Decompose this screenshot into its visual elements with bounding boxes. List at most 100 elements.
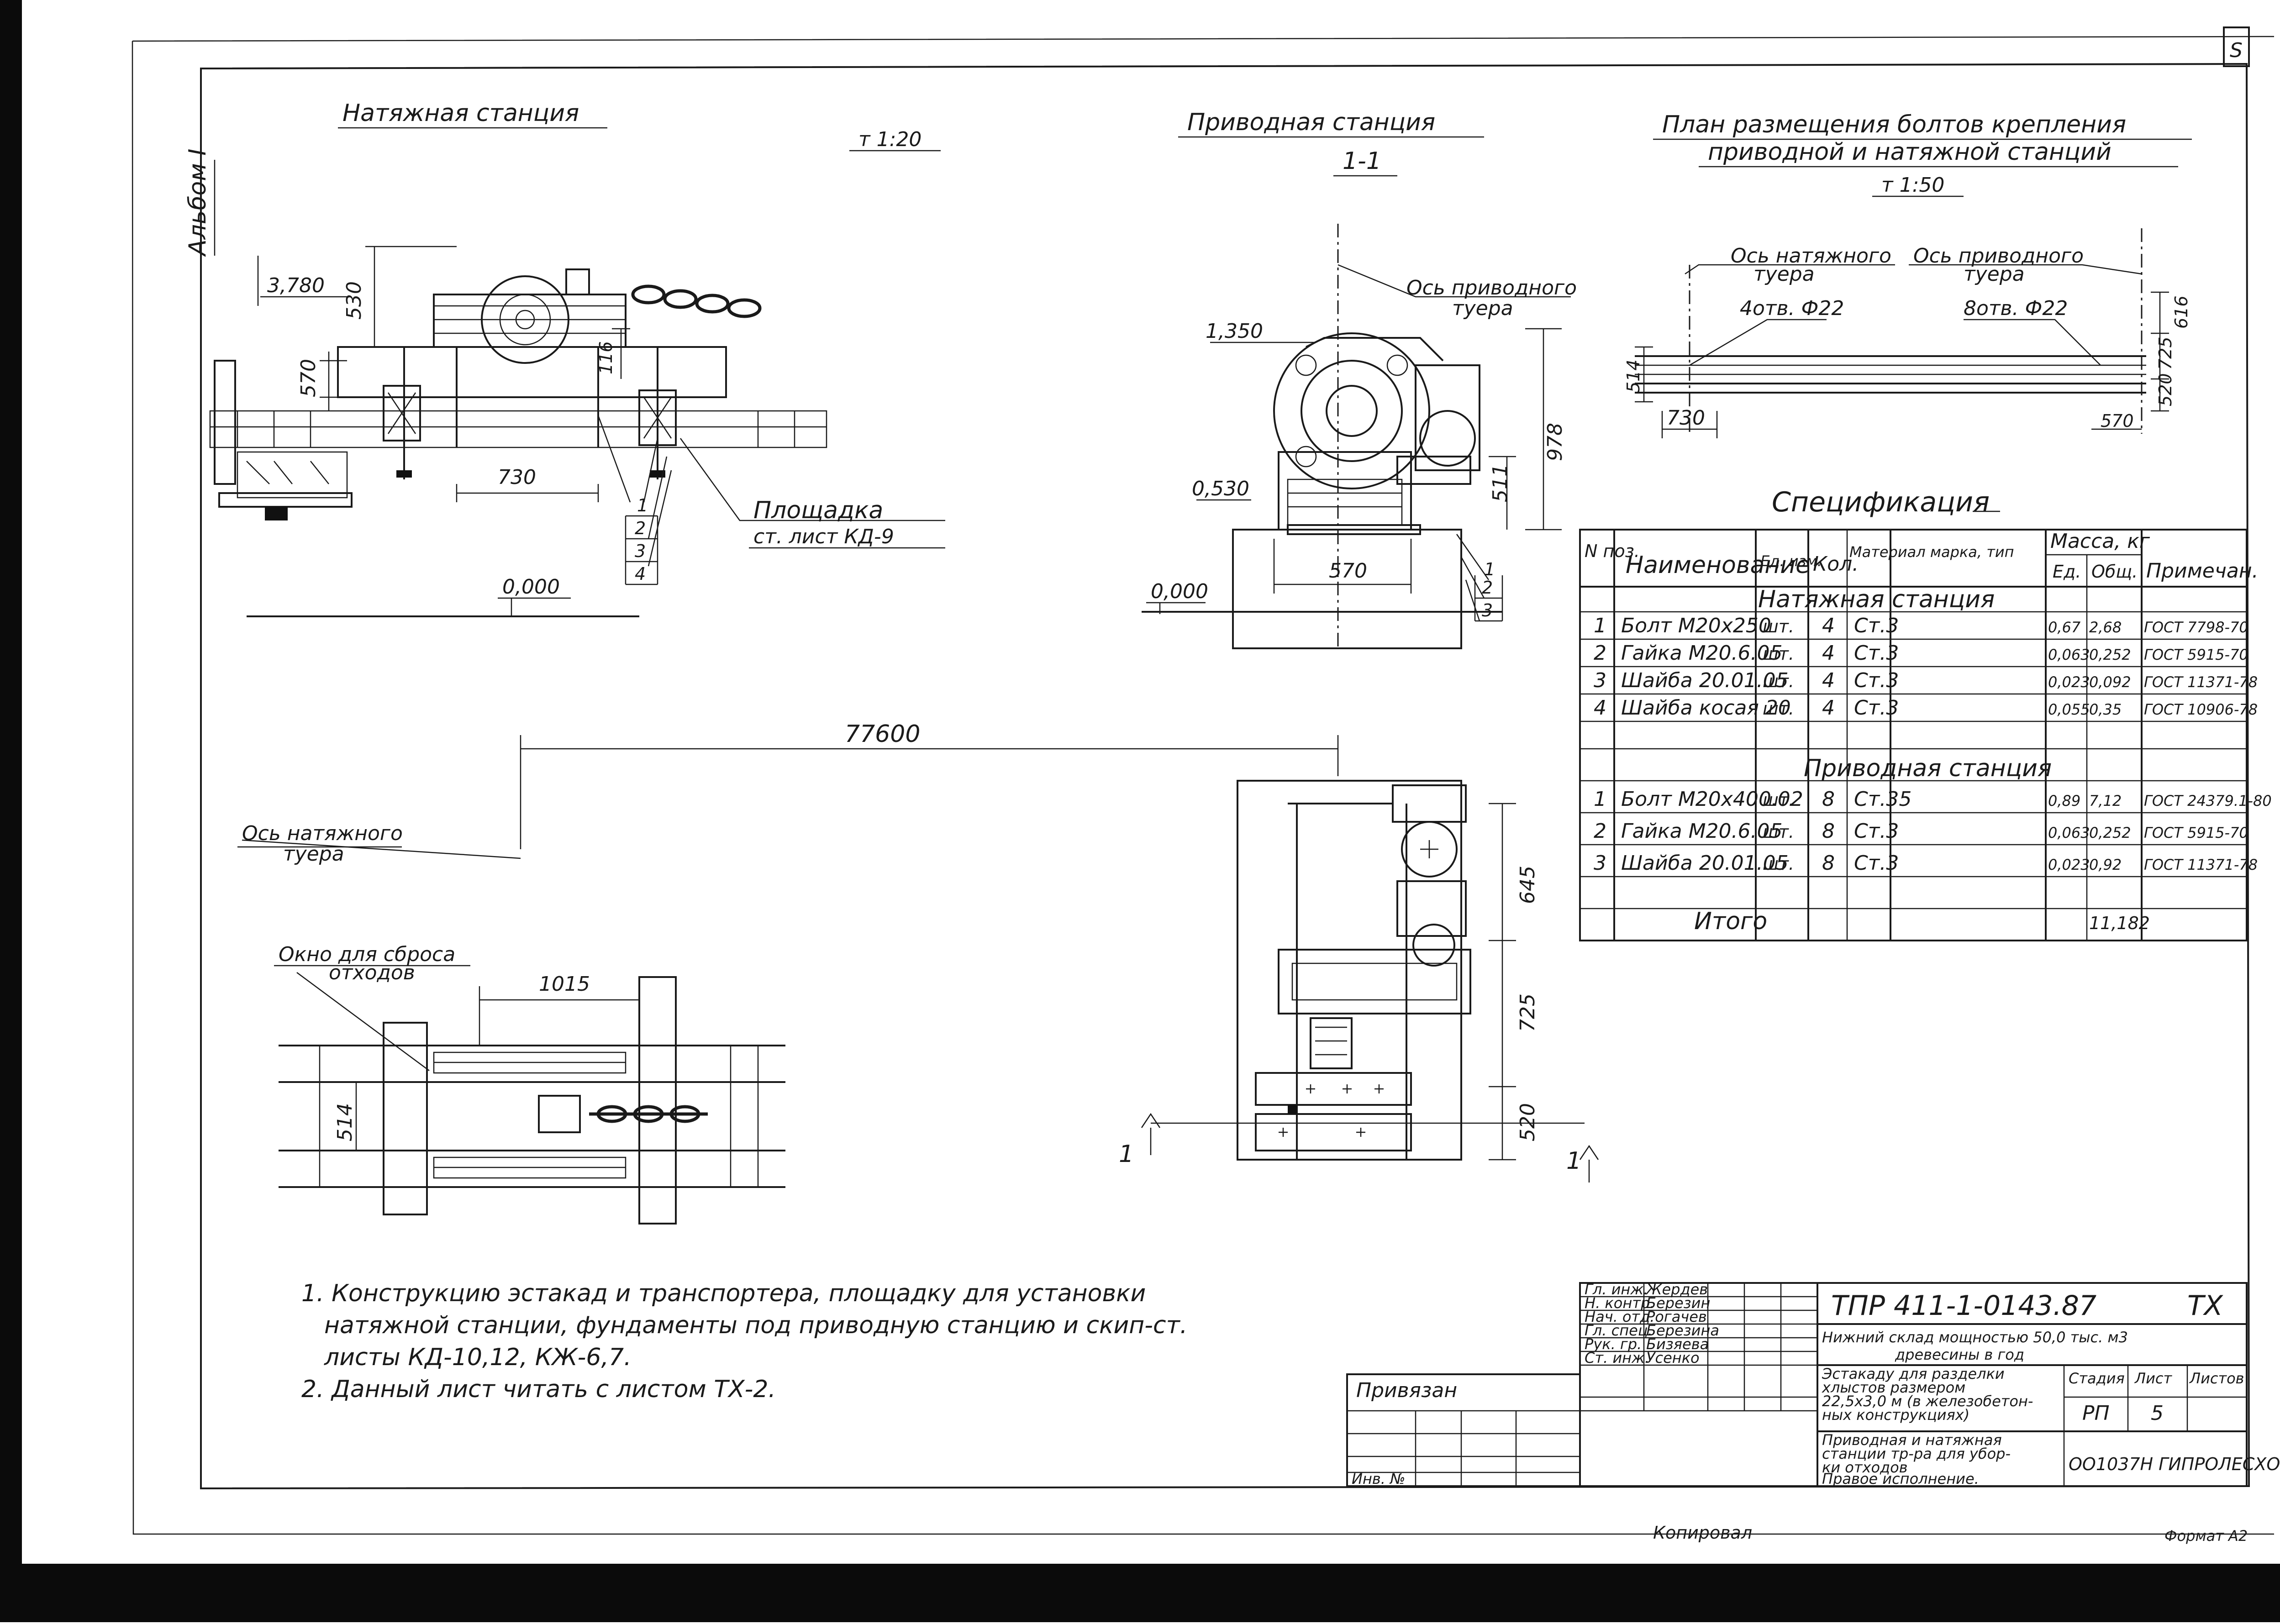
drive-570-label: 570: [1329, 559, 1367, 583]
drive-0530-label: 0,530: [1192, 477, 1249, 500]
tension-level-label: 0,000: [502, 575, 560, 599]
platform-label: Площадка: [753, 497, 883, 524]
tension-leader-1: 1: [637, 495, 648, 515]
svg-text:шт.: шт.: [1763, 616, 1794, 636]
bolt-plan-scale: т 1:50: [1881, 173, 1944, 197]
corner-mark: S: [2230, 39, 2243, 62]
note-line-2: натяжной станции, фундаменты под приводн…: [324, 1312, 1187, 1339]
svg-text:ГОСТ 5915-70: ГОСТ 5915-70: [2144, 824, 2248, 841]
plan-725-label: 725: [2155, 336, 2175, 370]
holes-tension: 4отв. Ф22: [1740, 297, 1844, 320]
svg-text:ГОСТ 7798-70: ГОСТ 7798-70: [2144, 619, 2248, 636]
scan-border-left: [0, 0, 22, 1622]
svg-text:0,023: 0,023: [2048, 673, 2090, 691]
tb-desc-6: станции тр-ра для убор-: [1822, 1445, 2011, 1462]
tb-role-3: Нач. отд.: [1585, 1308, 1654, 1325]
svg-text:7,12: 7,12: [2089, 792, 2122, 809]
spec-row: 3 Шайба 20.01.05 шт. 8 Ст.3 0,023 0,92 Г…: [1594, 851, 2258, 875]
svg-text:8: 8: [1822, 851, 1835, 875]
spec-row: 2 Гайка М20.6.05 шт. 8 Ст.3 0,063 0,252 …: [1594, 820, 2248, 843]
tb-name-2: Березин: [1646, 1294, 1710, 1312]
svg-text:0,92: 0,92: [2089, 856, 2122, 873]
tb-name-3: Рогачев: [1646, 1308, 1707, 1325]
spec-h-mass-unit: Ед.: [2053, 562, 2081, 582]
spec-row: 4 Шайба косая 20 шт. 4 Ст.3 0,055 0,35 Г…: [1594, 696, 2258, 720]
spec-h-pos: N поз.: [1585, 541, 1640, 561]
spec-total-label: Итого: [1694, 908, 1767, 935]
svg-text:2: 2: [1594, 641, 1606, 665]
tb-stage-label: Стадия: [2069, 1370, 2125, 1387]
svg-text:шт.: шт.: [1763, 699, 1794, 719]
svg-text:4: 4: [1822, 696, 1835, 720]
tb-desc-7: ки отходов: [1822, 1459, 1908, 1476]
drive-1350-label: 1,350: [1206, 320, 1263, 343]
inv-label: Инв. №: [1352, 1470, 1405, 1487]
dim-1015: 1015: [539, 972, 590, 996]
tb-role-5: Рук. гр.: [1585, 1335, 1642, 1353]
note-line-4: 2. Данный лист читать с листом ТХ-2.: [301, 1376, 776, 1403]
svg-text:0,252: 0,252: [2089, 824, 2131, 841]
svg-text:0,055: 0,055: [2048, 701, 2090, 718]
svg-text:0,35: 0,35: [2089, 701, 2122, 718]
svg-text:4: 4: [1822, 641, 1835, 665]
dim-520: 520: [1516, 1103, 1539, 1141]
svg-text:Шайба косая 20: Шайба косая 20: [1621, 696, 1791, 720]
dim-725: 725: [1516, 993, 1539, 1032]
tb-sheet-label: Лист: [2134, 1370, 2172, 1387]
svg-text:Болт М20х400.02: Болт М20х400.02: [1621, 788, 1803, 811]
tb-object-2: древесины в год: [1895, 1346, 2024, 1363]
tb-stage: РП: [2082, 1402, 2110, 1425]
svg-text:0,023: 0,023: [2048, 856, 2090, 873]
svg-text:8: 8: [1822, 820, 1835, 843]
tb-desc-1: Эстакаду для разделки: [1822, 1365, 2005, 1382]
privyazan-label: Привязан: [1356, 1379, 1457, 1402]
plan-514-label: 514: [1623, 359, 1643, 393]
svg-text:4: 4: [1594, 696, 1606, 720]
svg-text:Ст.3: Ст.3: [1854, 820, 1899, 843]
drive-axis-1: Ось приводного: [1913, 244, 2084, 268]
drive-section-label: 1-1: [1343, 147, 1381, 175]
svg-text:ГОСТ 5915-70: ГОСТ 5915-70: [2144, 646, 2248, 663]
tb-name-5: Бизяева: [1646, 1335, 1709, 1353]
tb-role-4: Гл. спец.: [1585, 1322, 1653, 1339]
svg-text:Ст.3: Ст.3: [1854, 696, 1899, 720]
tension-axis-2: туера: [1753, 263, 1815, 286]
drive-leader-1: 1: [1484, 559, 1495, 579]
copied-label: Копировал: [1653, 1523, 1752, 1543]
spec-row: 1 Болт М20х250 шт. 4 Ст.3 0,67 2,68 ГОСТ…: [1594, 614, 2248, 637]
svg-text:1: 1: [1594, 614, 1606, 637]
svg-text:2,68: 2,68: [2089, 619, 2122, 636]
spec-row: 1 Болт М20х400.02 шт. 8 Ст.35 0,89 7,12 …: [1594, 788, 2272, 811]
svg-text:1: 1: [1594, 788, 1606, 811]
dim-514-plan: 514: [333, 1103, 357, 1141]
plan-730-label: 730: [1667, 406, 1705, 430]
svg-text:Шайба 20.01.05: Шайба 20.01.05: [1621, 669, 1789, 692]
drive-511-label: 511: [1489, 464, 1512, 502]
svg-text:шт.: шт.: [1763, 671, 1794, 691]
tb-sheet: 5: [2151, 1402, 2164, 1425]
plan-520-label: 520: [2155, 373, 2175, 406]
tension-axis-1: Ось натяжного: [1731, 244, 1891, 268]
svg-text:0,89: 0,89: [2048, 792, 2080, 809]
svg-text:Ст.35: Ст.35: [1854, 788, 1911, 811]
spec-group-tension: Натяжная станция: [1758, 586, 1995, 613]
tb-desc-2: хлыстов размером: [1822, 1379, 1965, 1396]
note-line-3: листы КД-10,12, КЖ-6,7.: [324, 1344, 632, 1371]
spec-title: Спецификация: [1772, 486, 1990, 518]
drive-978-label: 978: [1543, 423, 1567, 461]
platform-ref: ст. лист КД-9: [753, 525, 894, 548]
svg-text:0,092: 0,092: [2089, 673, 2131, 691]
tb-desc-4: ных конструкциях): [1822, 1406, 1969, 1424]
plan-570-label: 570: [2101, 411, 2134, 431]
tb-desc-8: Правое исполнение.: [1822, 1470, 1979, 1487]
drive-axis-2: туера: [1964, 263, 2025, 286]
drive-axis-label-1: Ось приводного: [1406, 276, 1577, 300]
svg-text:Шайба 20.01.05: Шайба 20.01.05: [1621, 851, 1789, 875]
svg-text:3: 3: [1594, 851, 1606, 875]
svg-text:ГОСТ 11371-78: ГОСТ 11371-78: [2144, 856, 2258, 873]
format-label: Формат А2: [2164, 1527, 2248, 1545]
svg-text:шт.: шт.: [1763, 644, 1794, 664]
svg-text:шт.: шт.: [1763, 854, 1794, 874]
svg-text:Ст.3: Ст.3: [1854, 669, 1899, 692]
